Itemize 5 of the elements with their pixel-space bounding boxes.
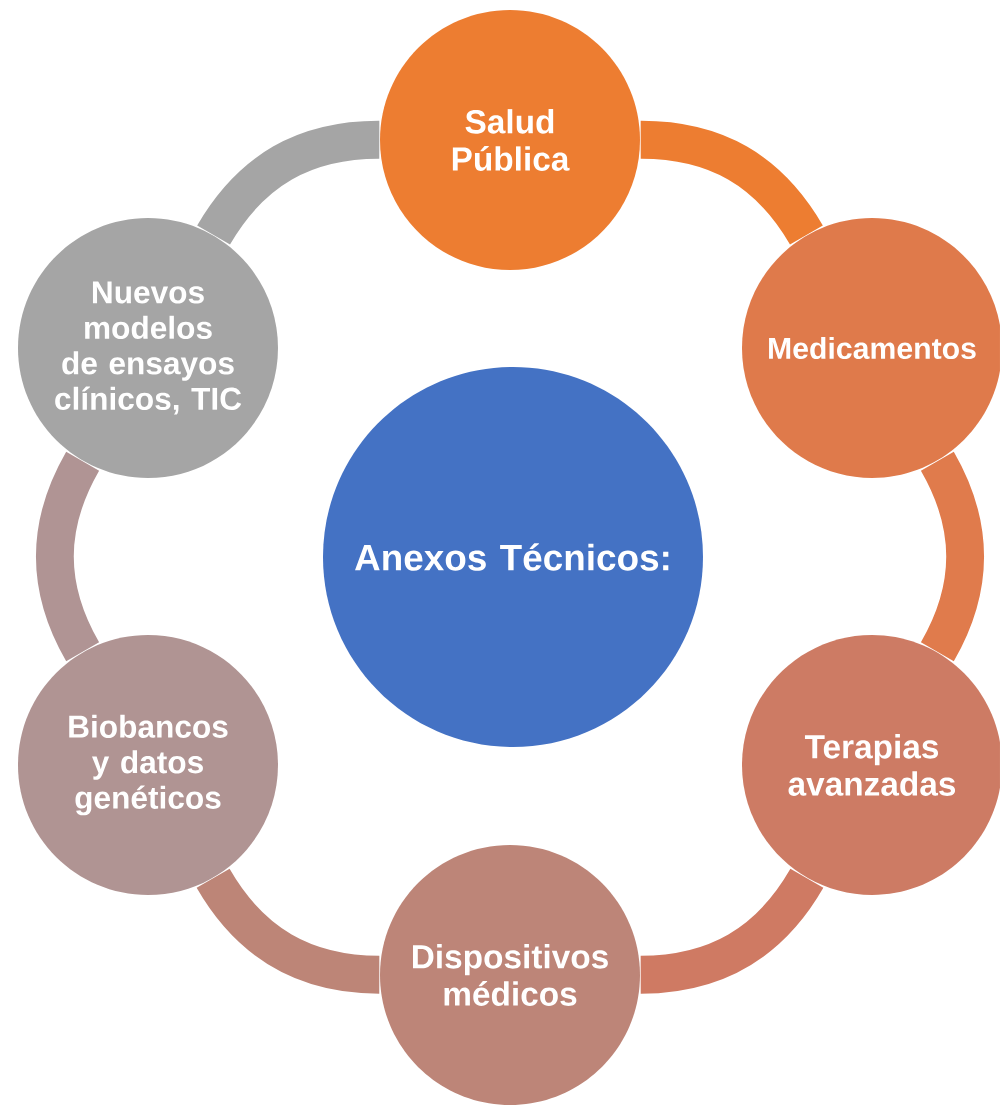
circle-node: Biobancos y datos genéticos [18,635,278,895]
circle-node: Salud Pública [380,10,640,270]
circle-node: Anexos Técnicos: [323,367,703,747]
circle-node: Dispositivos médicos [380,845,640,1105]
circle-node: Nuevos modelos de ensayos clínicos, TIC [18,218,278,478]
